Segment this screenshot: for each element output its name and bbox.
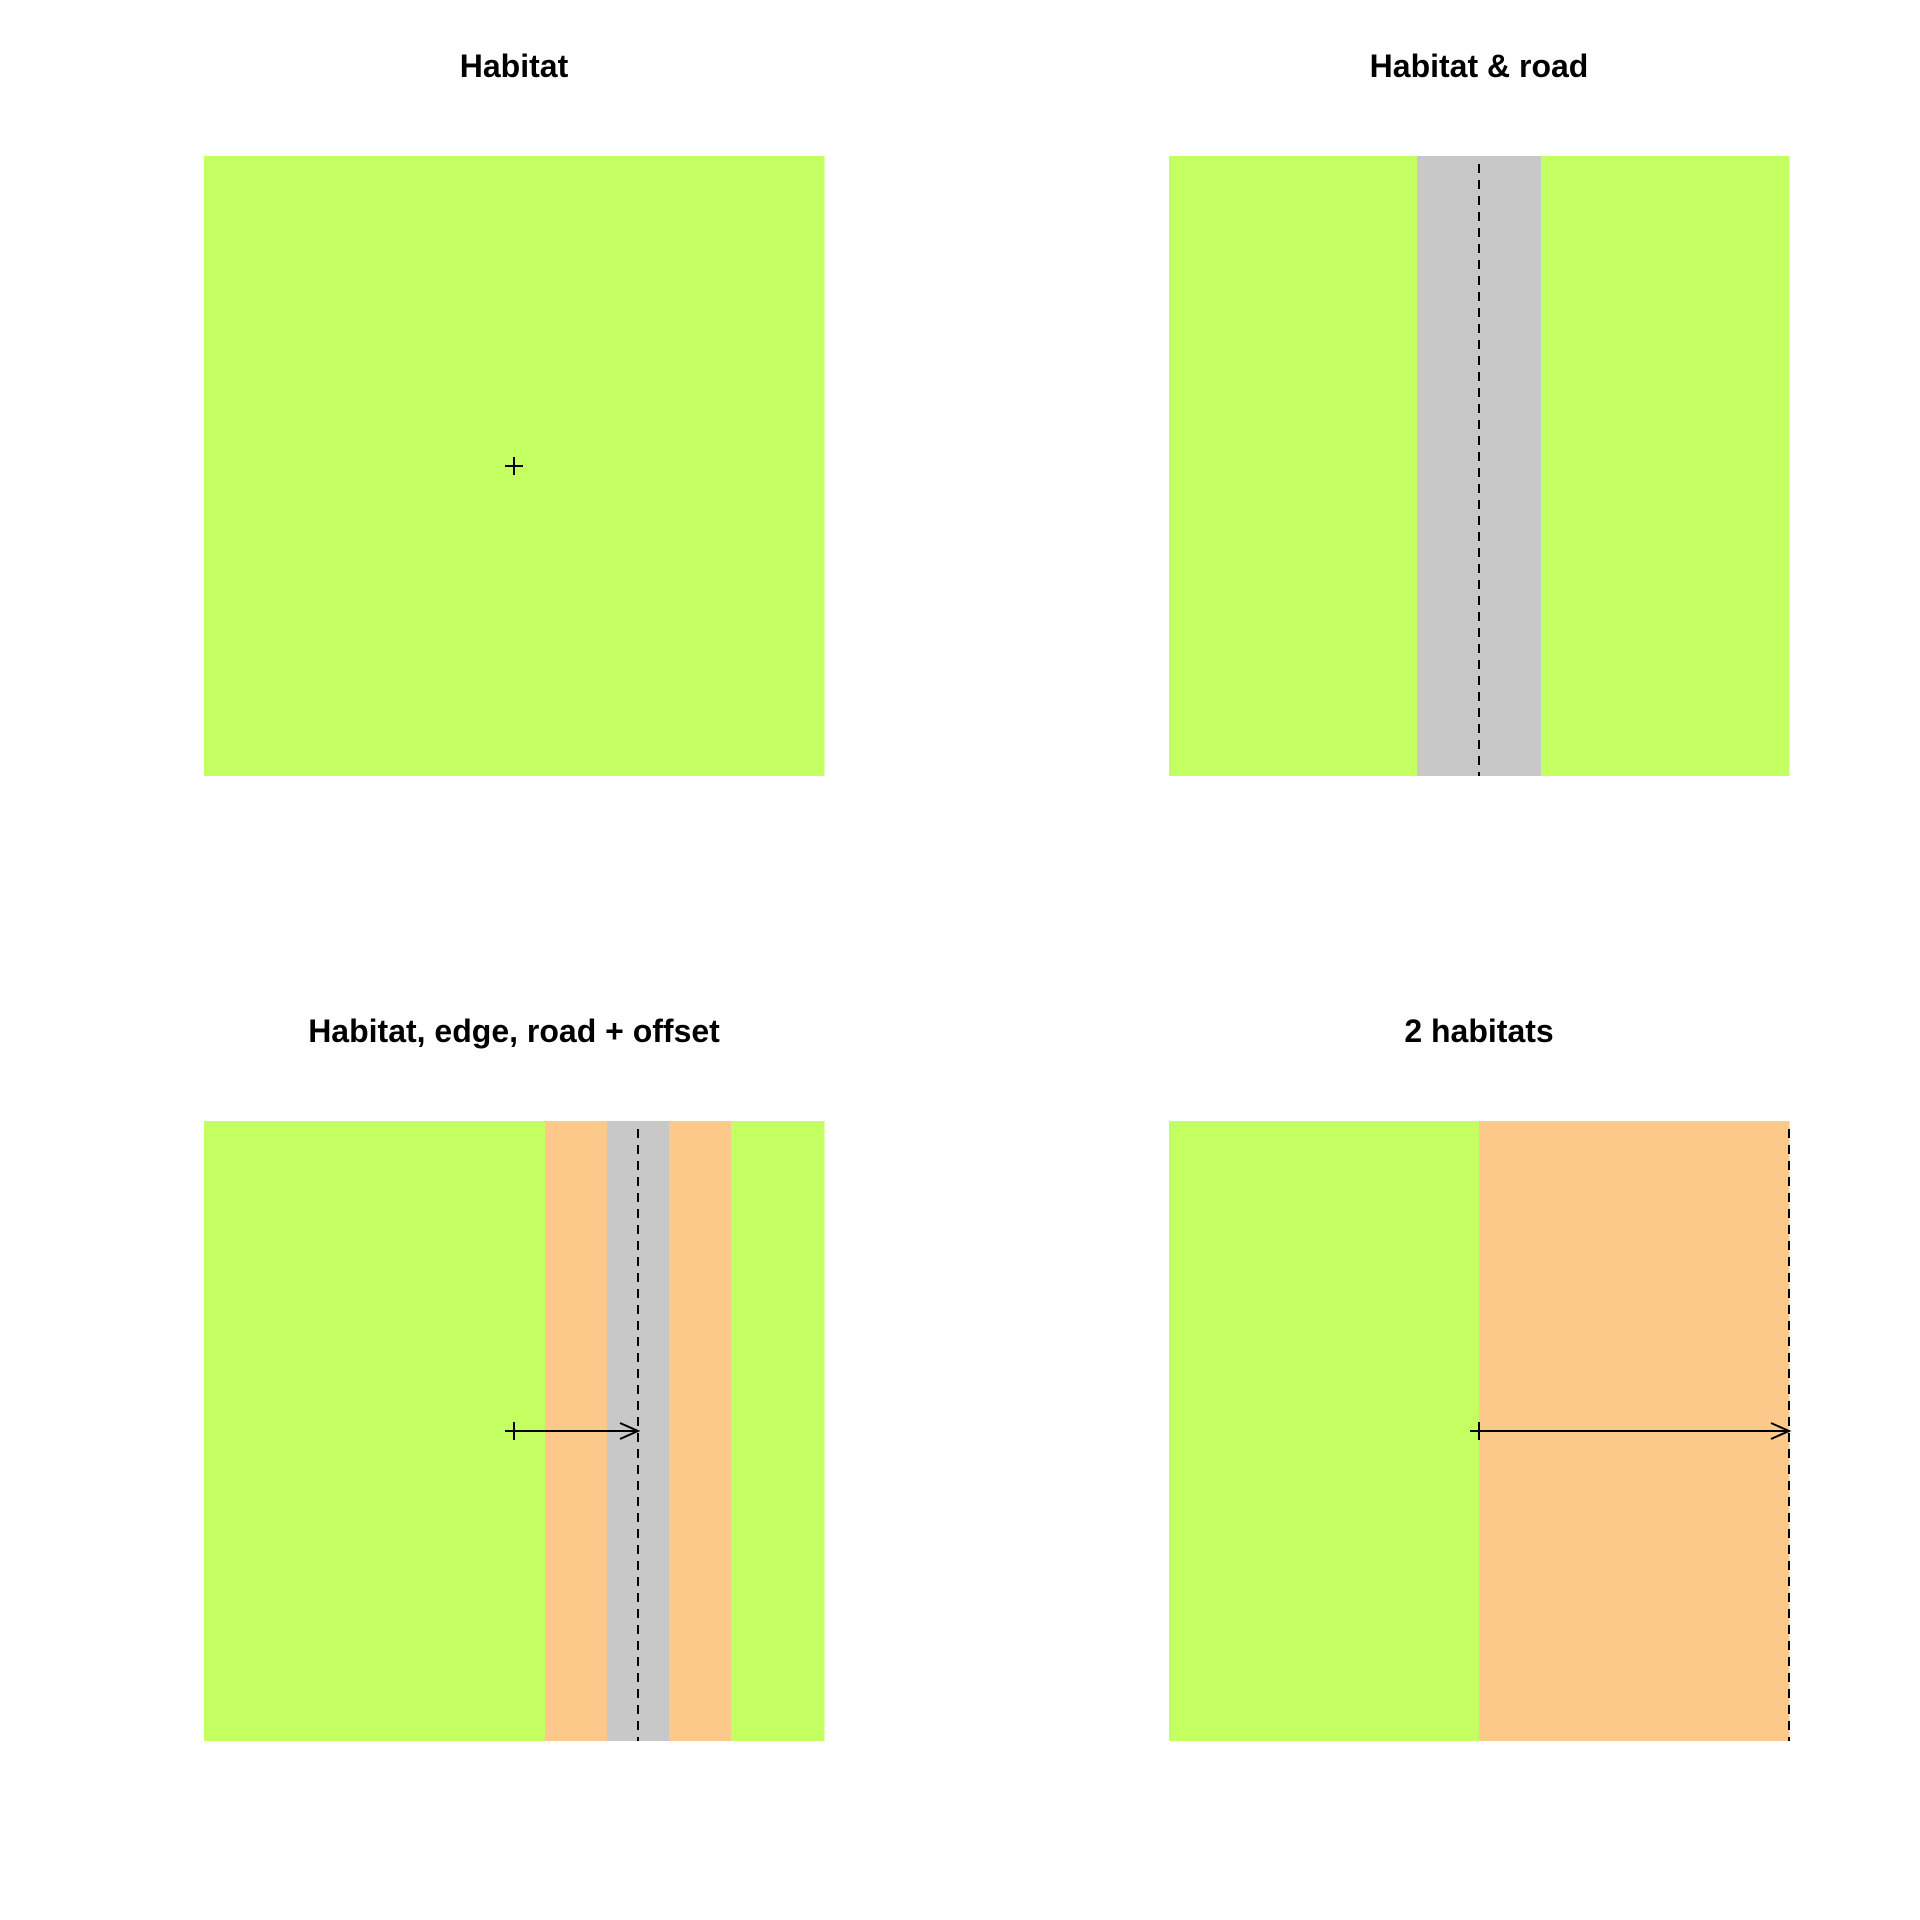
habitat-band	[1541, 156, 1790, 776]
habitat-band	[731, 1121, 825, 1741]
panel-title-habitat: Habitat	[459, 48, 569, 84]
habitat-band	[1169, 156, 1418, 776]
offset-arrow-head	[1770, 1422, 1792, 1440]
panel-title-2-habitats: 2 habitats	[1404, 1013, 1554, 1049]
habitat-band	[204, 1121, 546, 1741]
panel-title-habitat-road: Habitat & road	[1369, 48, 1589, 84]
habitat-band	[1169, 1121, 1480, 1741]
offset-arrow-head	[619, 1422, 641, 1440]
edge-band	[669, 1121, 732, 1741]
panel-title-habitat-edge-road-offset: Habitat, edge, road + offset	[308, 1013, 720, 1049]
road-band	[1417, 156, 1542, 776]
